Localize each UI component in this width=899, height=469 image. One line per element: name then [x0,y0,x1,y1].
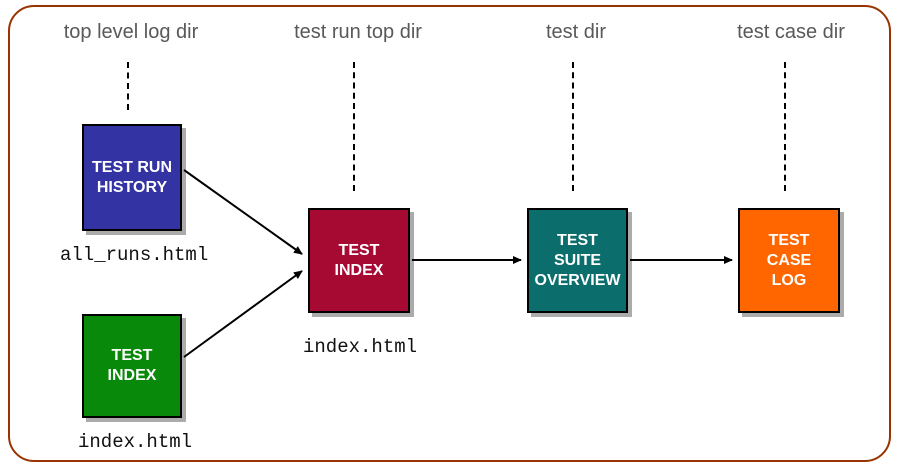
dashed-line-test-run-top-dir [353,62,355,191]
diagram-border-frame [8,5,891,462]
node-label-line: SUITE [553,251,602,269]
node-label-line: TEST [768,231,810,249]
node-label-line: TEST [557,231,598,249]
node-label-line: TEST [338,241,380,259]
dashed-line-top-level-log-dir [127,62,129,110]
node-label-line: CASE [766,251,812,269]
column-header-test-case-dir: test case dir [737,21,845,43]
file-label-index-html-test-run: index.html [303,336,418,358]
column-header-test-dir: test dir [545,21,607,43]
node-label-line: INDEX [107,367,157,384]
node-label-line: TEST [111,347,153,364]
node-label-line: INDEX [334,261,384,279]
node-test-index-top-level: TEST INDEX [82,314,182,418]
node-label-line: LOG [771,271,807,289]
dashed-line-test-dir [572,62,574,191]
column-header-test-run-top-dir: test run top dir [294,21,422,43]
node-label-line: OVERVIEW [534,271,621,289]
node-test-index-run: TEST INDEX [308,208,410,313]
file-label-index-html-top: index.html [78,431,193,453]
column-header-top-level-log-dir: top level log dir [63,21,199,43]
node-label-line: TEST RUN [92,158,172,176]
dashed-line-test-case-dir [784,62,786,191]
node-test-suite-overview: TEST SUITE OVERVIEW [527,208,628,313]
node-test-case-log: TEST CASE LOG [738,208,840,313]
node-test-run-history: TEST RUN HISTORY [82,124,182,231]
file-label-all-runs-html: all_runs.html [60,244,209,266]
node-label-line: HISTORY [96,178,168,196]
